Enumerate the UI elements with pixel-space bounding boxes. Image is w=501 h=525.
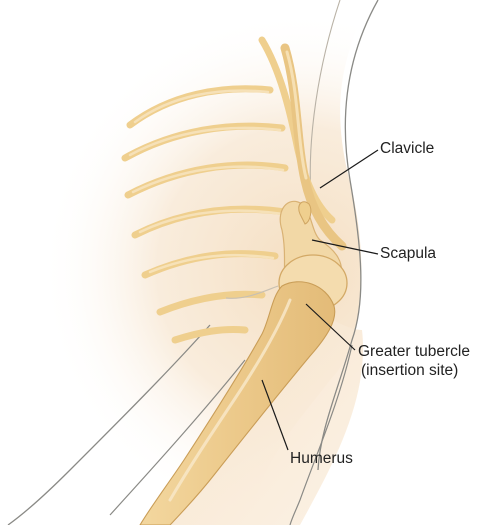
insertion-site-label: (insertion site) — [361, 362, 458, 379]
greater-tubercle-label: Greater tubercle — [358, 343, 470, 360]
scapula-label: Scapula — [380, 245, 436, 262]
humerus-label: Humerus — [290, 450, 353, 467]
clavicle-label: Clavicle — [380, 140, 434, 157]
